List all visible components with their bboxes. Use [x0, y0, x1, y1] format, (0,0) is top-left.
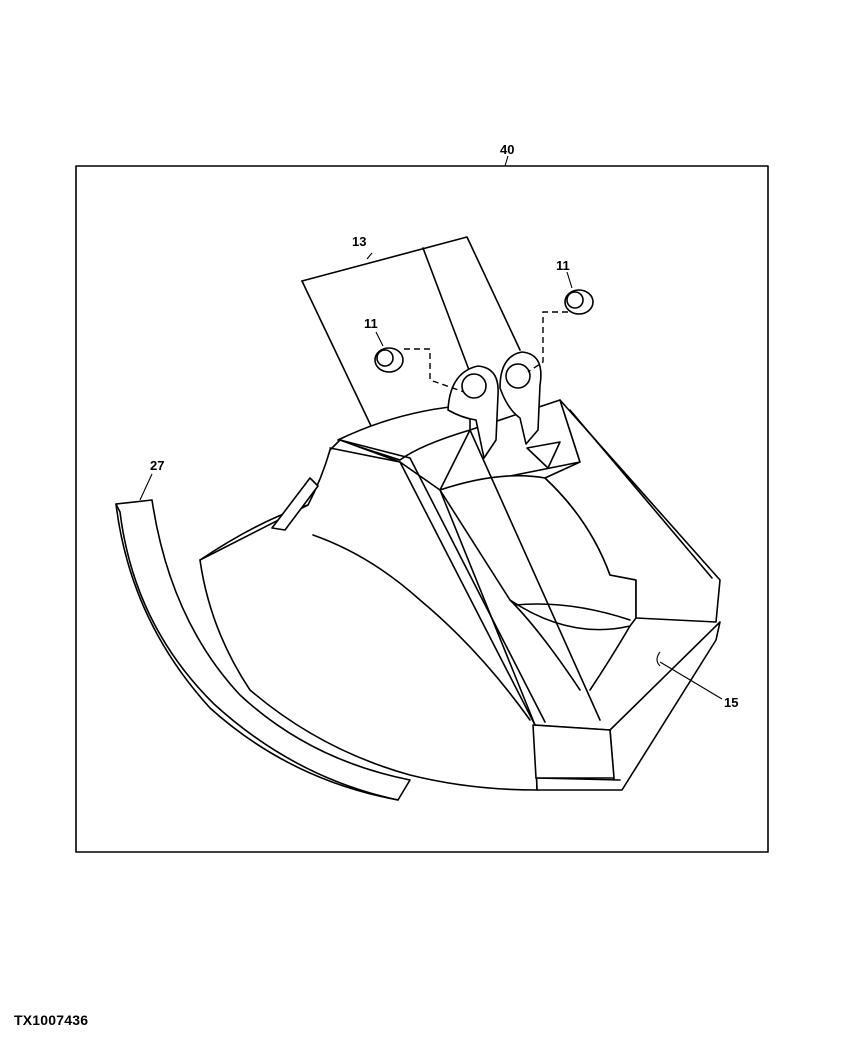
assembly-frame	[75, 165, 769, 853]
cutting-edge-pointer	[656, 651, 723, 700]
bushing-left	[374, 331, 465, 393]
bracket-outline	[301, 236, 521, 429]
assembly-leader	[504, 155, 509, 167]
callout-40: 40	[500, 142, 514, 157]
callout-11-left: 11	[364, 316, 378, 331]
callout-11-right: 11	[556, 258, 570, 273]
bucket-body	[199, 399, 721, 791]
callout-15: 15	[724, 695, 738, 710]
figure-reference: TX1007436	[14, 1012, 89, 1028]
callout-13: 13	[352, 234, 366, 249]
bushing-right	[527, 271, 594, 373]
side-cutter-strip	[115, 473, 411, 801]
bracket-ears	[447, 351, 542, 459]
callout-27: 27	[150, 458, 164, 473]
